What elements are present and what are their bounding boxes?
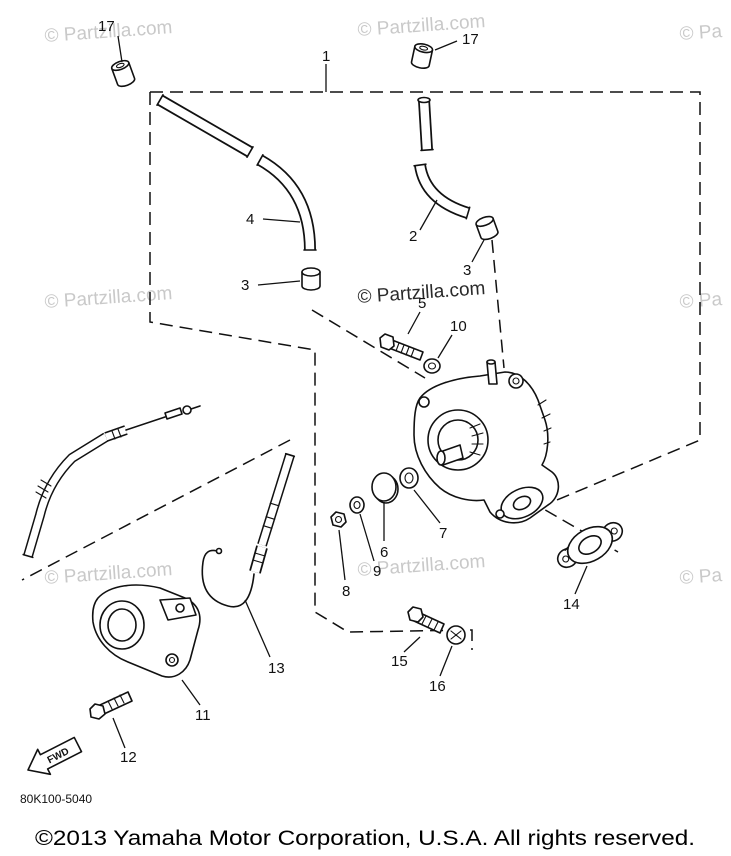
nut-17-left bbox=[110, 59, 136, 88]
leader-line bbox=[574, 565, 588, 595]
watermark: © Partzilla.com bbox=[44, 559, 173, 589]
clamp-3-left bbox=[301, 267, 321, 291]
leader-line bbox=[439, 645, 453, 677]
callout-17-left: 17 bbox=[98, 18, 115, 35]
callout-2: 2 bbox=[409, 228, 417, 245]
assembly-box-line bbox=[149, 92, 473, 650]
watermark: © Pa bbox=[679, 565, 723, 589]
gasket-14 bbox=[556, 521, 624, 569]
leader-line bbox=[419, 199, 438, 231]
assembly-box-line bbox=[150, 91, 701, 506]
leader-line bbox=[434, 40, 458, 51]
callout-15: 15 bbox=[391, 653, 408, 670]
alignment-line bbox=[21, 439, 291, 581]
oil-pump-body bbox=[413, 359, 560, 524]
leader-line bbox=[359, 513, 375, 562]
callout-3-right: 3 bbox=[463, 262, 471, 279]
washer-9 bbox=[349, 496, 365, 514]
callout-16: 16 bbox=[429, 678, 446, 695]
bolt-15 bbox=[407, 606, 445, 634]
washer-10 bbox=[423, 358, 441, 374]
hose-2 bbox=[413, 96, 471, 220]
fwd-arrow-icon: FWD bbox=[27, 736, 83, 776]
callout-13: 13 bbox=[268, 660, 285, 677]
watermark: © Partzilla.com bbox=[44, 283, 173, 313]
leader-lines bbox=[112, 35, 588, 749]
leader-line bbox=[181, 679, 201, 706]
callout-6: 6 bbox=[380, 544, 388, 561]
cable-13 bbox=[201, 452, 296, 608]
leader-line bbox=[471, 239, 485, 263]
copyright-notice: ©2013 Yamaha Motor Corporation, U.S.A. A… bbox=[35, 827, 695, 850]
alignment-line bbox=[491, 239, 505, 369]
cover-11 bbox=[91, 584, 201, 678]
drawing-code: 80K100-5040 bbox=[20, 792, 92, 806]
leader-line bbox=[244, 599, 271, 658]
leader-line bbox=[338, 529, 346, 581]
callout-11: 11 bbox=[195, 707, 211, 724]
hose-4 bbox=[156, 94, 317, 251]
washer-16 bbox=[446, 625, 466, 645]
leader-line bbox=[407, 311, 421, 335]
cable-upper-left bbox=[22, 405, 201, 559]
washer-6 bbox=[371, 472, 399, 504]
nut-8 bbox=[330, 511, 347, 528]
callout-17-right: 17 bbox=[462, 31, 479, 48]
watermark: © Pa bbox=[679, 21, 723, 45]
clamp-3-right bbox=[475, 215, 499, 241]
bolt-12 bbox=[89, 691, 133, 720]
watermark: © Pa bbox=[679, 289, 723, 313]
bolt-5 bbox=[379, 333, 424, 361]
callout-12: 12 bbox=[120, 749, 137, 766]
callout-3-left: 3 bbox=[241, 277, 249, 294]
leader-line bbox=[117, 35, 123, 63]
callout-9: 9 bbox=[373, 563, 381, 580]
alignment-line bbox=[311, 309, 426, 379]
callout-4: 4 bbox=[246, 211, 254, 228]
leader-line bbox=[413, 489, 441, 524]
callout-10: 10 bbox=[450, 318, 467, 335]
washer-7 bbox=[399, 467, 419, 489]
callout-7: 7 bbox=[439, 525, 447, 542]
leader-line bbox=[437, 334, 453, 359]
callout-1: 1 bbox=[322, 48, 330, 65]
leader-line bbox=[262, 218, 301, 223]
callout-14: 14 bbox=[563, 596, 580, 613]
nut-17-right bbox=[410, 43, 434, 69]
leader-line bbox=[112, 717, 126, 749]
callout-labels: 17 17 1 4 2 3 3 5 10 6 7 8 9 14 13 11 12… bbox=[98, 18, 580, 766]
callout-8: 8 bbox=[342, 583, 350, 600]
leader-line bbox=[257, 280, 301, 286]
leader-line bbox=[403, 636, 421, 653]
callout-5: 5 bbox=[418, 295, 426, 312]
